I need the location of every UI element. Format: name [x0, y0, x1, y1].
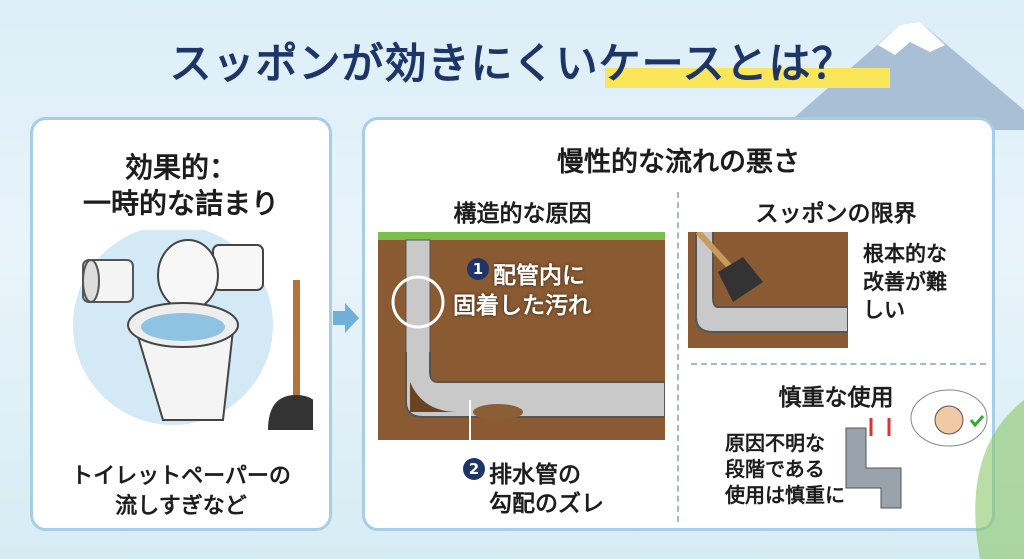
careful-heading: 慎重な使用 — [778, 385, 894, 411]
item1-line2: 固着した汚れ — [453, 293, 591, 319]
item2-line2: 勾配のズレ — [489, 491, 604, 517]
page-title: スッポンが効きにくいケースとは？ — [169, 39, 855, 88]
temporary-clog-heading: 一時的な詰まり — [82, 187, 279, 220]
effective-heading: 効果的： — [124, 151, 237, 184]
pipe-worried-person-illustration — [845, 389, 988, 509]
plunger-in-pipe-illustration — [688, 232, 848, 348]
structural-heading: 構造的な原因 — [453, 201, 592, 227]
title-highlight — [605, 68, 890, 88]
careful-line2: 段階である — [725, 457, 825, 481]
chronic-case-card: 慢性的な流れの悪さ 構造的な原因 1 配管内に 固着した汚れ 2 排水管の 勾配… — [362, 117, 995, 531]
arrow-right-icon — [333, 303, 359, 333]
chronic-heading: 慢性的な流れの悪さ — [557, 147, 800, 178]
careful-line3: 使用は慎重に — [725, 483, 845, 507]
effective-case-card: 効果的： 一時的な詰まり トイレットペーパーの 流しすぎなど — [30, 117, 332, 531]
limit-heading: スッポンの限界 — [755, 201, 917, 227]
caption-line2: 流しすぎなど — [115, 494, 247, 519]
horizontal-divider — [691, 363, 986, 365]
toilet-plunger-illustration — [73, 230, 313, 430]
limit-line3: しい — [863, 298, 905, 322]
caption-line1: トイレットペーパーの — [71, 464, 291, 489]
limit-line1: 根本的な — [863, 242, 947, 266]
vertical-divider — [677, 192, 679, 522]
badge-2: 2 — [463, 458, 485, 480]
careful-line1: 原因不明な — [725, 431, 825, 455]
leaf-decoration — [975, 400, 1024, 559]
mountain-illustration — [780, 22, 1024, 130]
item1-line1: 配管内に — [493, 263, 585, 289]
item2-line1: 排水管の — [489, 462, 581, 488]
limit-line2: 改善が難 — [863, 270, 947, 294]
pipe-cross-section-illustration — [378, 232, 665, 440]
badge-1: 1 — [467, 258, 489, 280]
